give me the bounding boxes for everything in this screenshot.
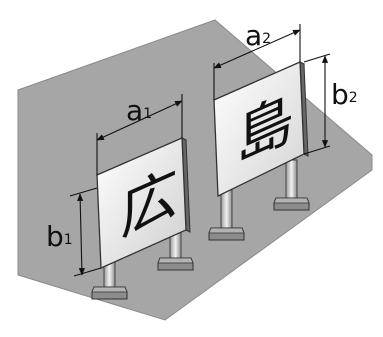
dimension-a2 bbox=[213, 24, 301, 100]
right-sign-post-right bbox=[273, 159, 310, 211]
right-sign: 島 bbox=[208, 61, 310, 241]
dimension-b1-label: b1 bbox=[46, 220, 73, 253]
dimension-b2-label: b2 bbox=[331, 78, 358, 111]
left-sign-post-left bbox=[91, 254, 128, 300]
left-sign-post-right bbox=[157, 221, 194, 271]
dimension-b2 bbox=[303, 53, 331, 155]
left-sign: 広 bbox=[91, 137, 194, 300]
dimension-a1 bbox=[96, 94, 183, 175]
dimension-a2-label: a2 bbox=[245, 19, 271, 52]
dimension-a1-label: a1 bbox=[126, 94, 152, 127]
ground-plane bbox=[17, 19, 373, 321]
left-sign-board bbox=[96, 137, 187, 269]
dimension-b1 bbox=[69, 187, 102, 277]
